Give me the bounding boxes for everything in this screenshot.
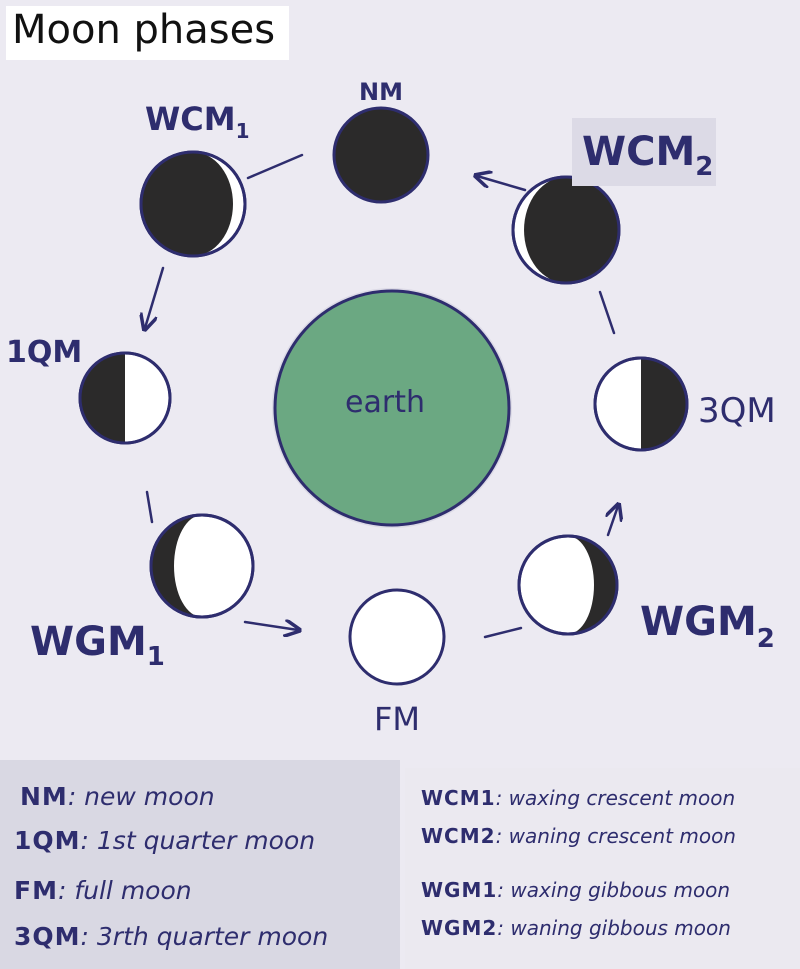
- arrow-wcm2-nm: [477, 176, 527, 192]
- label-wcm1: WCM1: [145, 100, 250, 143]
- orbit-stroke-wcm2-3qm: [598, 290, 616, 335]
- legend-right: WCM1: waxing crescent moon WCM2: waning …: [405, 768, 800, 969]
- label-wgm1-sub: 1: [147, 642, 165, 672]
- legend-abbr: WGM1: [421, 878, 498, 902]
- legend-abbr: WCM1: [421, 786, 496, 810]
- moon-3qm: [593, 356, 689, 452]
- orbit-stroke-nm-wcm1: [246, 153, 304, 180]
- legend-abbr: WGM2: [421, 916, 498, 940]
- moon-wcm1: [139, 150, 247, 258]
- legend-text: : 1st quarter moon: [80, 826, 316, 855]
- legend-item-nm: NM: new moon: [20, 782, 215, 811]
- label-wgm1-main: WGM: [30, 619, 147, 665]
- moon-phase-diagram: earth NM WCM1 1QM WGM1 FM WGM2: [6, 78, 776, 738]
- legend-left: NM: new moon 1QM: 1st quarter moon FM: f…: [0, 760, 400, 969]
- page-title: Moon phases: [6, 6, 290, 60]
- label-wgm2-main: WGM: [640, 599, 757, 645]
- orbit-stroke-1qm-wgm1: [145, 490, 154, 524]
- moon-wgm2: [517, 534, 619, 636]
- legend-text: : 3rth quarter moon: [80, 922, 329, 951]
- legend-item-wcm1: WCM1: waxing crescent moon: [421, 786, 735, 810]
- label-wgm2-sub: 2: [757, 624, 775, 654]
- label-nm: NM: [359, 78, 403, 106]
- legend-text: : full moon: [57, 876, 192, 905]
- legend-text: : waning crescent moon: [495, 824, 736, 848]
- label-wgm1: WGM1: [30, 619, 165, 672]
- label-3qm: 3QM: [698, 391, 776, 431]
- legend-item-wgm2: WGM2: waning gibbous moon: [421, 916, 731, 940]
- moon-wgm1: [149, 513, 255, 619]
- label-wcm1-main: WCM: [145, 100, 236, 138]
- label-1qm: 1QM: [6, 335, 82, 370]
- legend-text: : new moon: [67, 782, 215, 811]
- label-wcm2-bg: [572, 118, 716, 186]
- earth-label: earth: [345, 385, 425, 420]
- legend-item-fm: FM: full moon: [14, 876, 192, 905]
- legend-abbr: WCM2: [421, 824, 496, 848]
- legend-text: : waxing gibbous moon: [497, 878, 731, 902]
- moon-nm: [332, 106, 430, 204]
- moon-wcm2: [511, 175, 621, 285]
- moon-1qm: [78, 351, 172, 445]
- label-fm: FM: [374, 700, 420, 738]
- legend-item-wgm1: WGM1: waxing gibbous moon: [421, 878, 730, 902]
- label-wgm2: WGM2: [640, 599, 775, 654]
- legend-item-3qm: 3QM: 3rth quarter moon: [14, 922, 328, 951]
- arrow-wgm2-3qm: [608, 506, 618, 537]
- arrow-wcm1-1qm: [145, 266, 165, 328]
- orbit-stroke-fm-wgm2: [483, 626, 523, 639]
- legend-item-wcm2: WCM2: waning crescent moon: [421, 824, 736, 848]
- legend-abbr: FM: [14, 876, 58, 905]
- arrow-wgm1-fm: [243, 622, 298, 630]
- legend-abbr: NM: [20, 782, 68, 811]
- legend-item-1qm: 1QM: 1st quarter moon: [14, 826, 315, 855]
- label-wcm2-main: WCM: [582, 129, 695, 175]
- label-wcm2-sub: 2: [695, 152, 713, 182]
- legend-text: : waning gibbous moon: [497, 916, 731, 940]
- earth: earth: [272, 288, 512, 528]
- orbit-arrows: [145, 153, 618, 639]
- legend-abbr: 1QM: [14, 826, 81, 855]
- label-wcm1-sub: 1: [236, 119, 250, 143]
- label-wcm2: WCM2: [582, 129, 713, 182]
- legend-text: : waxing crescent moon: [495, 786, 736, 810]
- moon-fm: [348, 588, 446, 686]
- legend-abbr: 3QM: [14, 922, 81, 951]
